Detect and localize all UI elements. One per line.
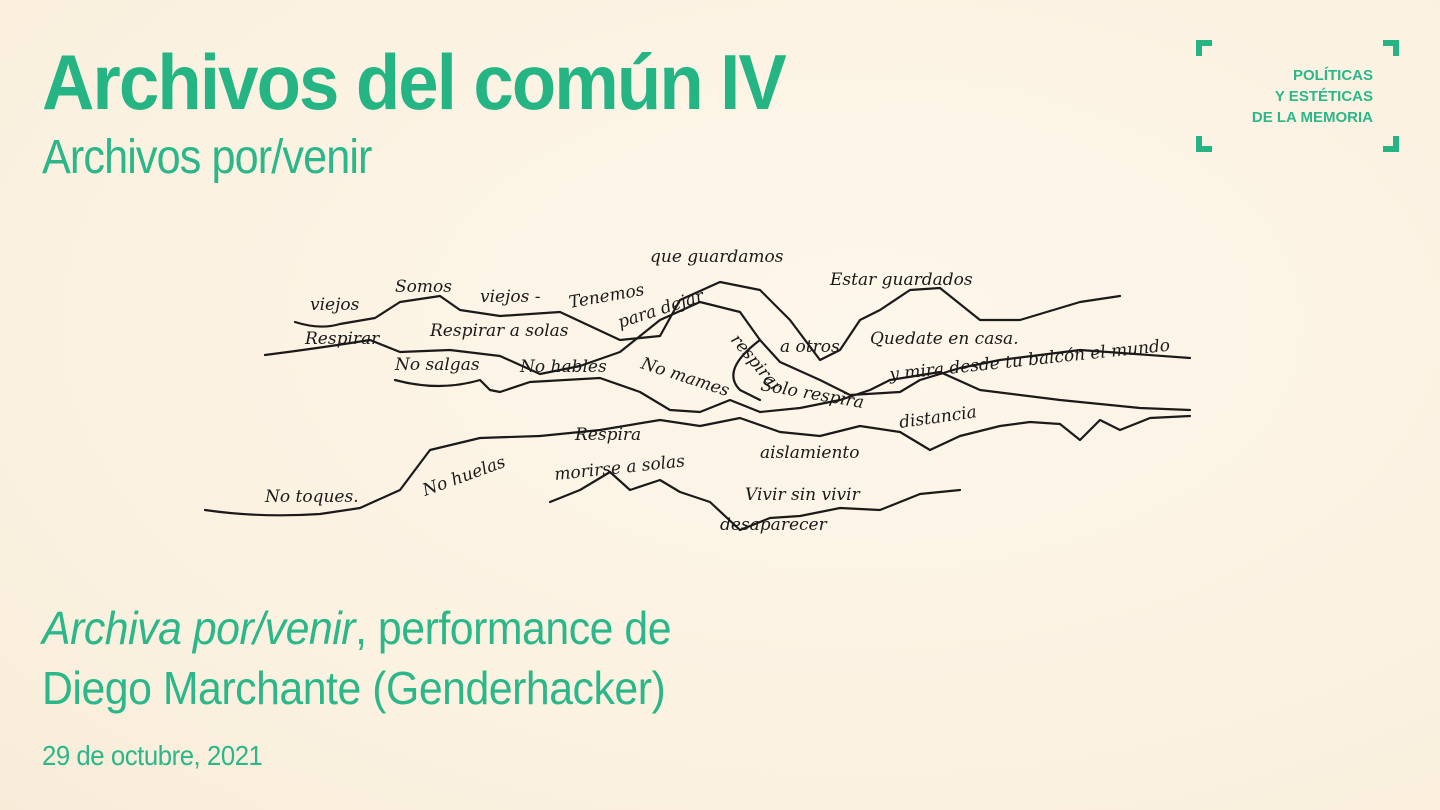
- svg-text:a otros: a otros: [780, 337, 840, 357]
- svg-text:Quedate en casa.: Quedate en casa.: [870, 329, 1019, 349]
- logo-line: Y ESTÉTICAS: [1274, 88, 1373, 105]
- svg-text:Estar guardados: Estar guardados: [829, 270, 973, 290]
- event-date: 29 de octubre, 2021: [42, 740, 263, 771]
- bracket-corner-icon: [1383, 40, 1399, 56]
- svg-text:distancia: distancia: [898, 402, 978, 433]
- event-description: Archiva por/venir, performance de Diego …: [42, 598, 672, 718]
- svg-text:aislamiento: aislamiento: [760, 443, 860, 463]
- event-line-1: Archiva por/venir, performance de: [42, 598, 672, 658]
- logo-line: DE LA MEMORIA: [1251, 109, 1373, 126]
- svg-text:desaparecer: desaparecer: [720, 515, 828, 535]
- svg-text:No huelas: No huelas: [419, 452, 509, 501]
- bracket-corner-icon: [1196, 136, 1212, 152]
- svg-text:Respirar a solas: Respirar a solas: [429, 321, 569, 341]
- svg-text:viejos -: viejos -: [480, 287, 541, 307]
- page-subtitle: Archivos por/venir: [42, 131, 372, 184]
- bracket-corner-icon: [1383, 136, 1399, 152]
- svg-text:Somos: Somos: [395, 277, 452, 297]
- work-title: Archiva por/venir: [42, 602, 356, 654]
- svg-text:viejos: viejos: [310, 295, 360, 315]
- svg-text:Vivir sin vivir: Vivir sin vivir: [745, 485, 861, 505]
- performer-name: Diego Marchante (Genderhacker): [42, 662, 666, 714]
- svg-text:No hables: No hables: [519, 357, 607, 377]
- logo-text: POLÍTICAS Y ESTÉTICAS DE LA MEMORIA: [1252, 65, 1373, 128]
- page-title: Archivos del común IV: [42, 38, 787, 126]
- logo-politicas-esteticas-memoria: POLÍTICAS Y ESTÉTICAS DE LA MEMORIA: [1196, 40, 1399, 152]
- bracket-corner-icon: [1196, 40, 1212, 56]
- svg-text:No salgas: No salgas: [394, 355, 480, 375]
- svg-text:No mames: No mames: [638, 353, 733, 401]
- svg-text:que guardamos: que guardamos: [650, 247, 784, 267]
- svg-text:Solo respira: Solo respira: [759, 375, 865, 413]
- svg-text:Respira: Respira: [574, 425, 641, 445]
- handwritten-sketch-drawing: viejos Somos viejos - Tenemos que guarda…: [203, 247, 1192, 535]
- svg-text:Respirar: Respirar: [304, 329, 380, 349]
- event-line-1-rest: , performance de: [355, 602, 672, 654]
- logo-line: POLÍTICAS: [1292, 67, 1373, 84]
- svg-text:No toques.: No toques.: [264, 487, 359, 507]
